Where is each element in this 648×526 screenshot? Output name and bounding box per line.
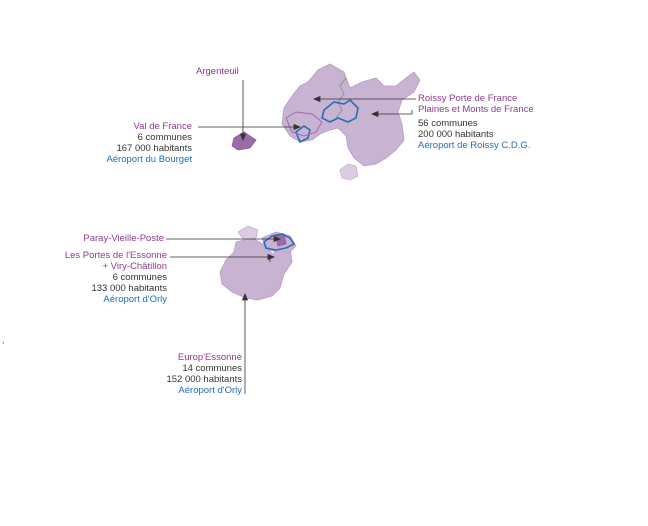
europ-essonne-name: Europ'Essonne	[177, 352, 242, 363]
portes-essonne-airport: Aéroport d'Orly	[103, 294, 167, 305]
plaines-monts-name: Plaines et Monts de France	[418, 104, 534, 115]
roissy-block: Roissy Porte de France Plaines et Monts …	[418, 93, 534, 151]
val-de-france-block: Val de France 6 communes 167 000 habitan…	[106, 121, 192, 165]
portes-essonne-name: Les Portes de l'Essonne	[64, 250, 167, 261]
val-de-france-arrowhead	[293, 123, 302, 131]
stray-mark: ,	[2, 336, 5, 345]
viry-chatillon-name: + Viry-Châtillon	[102, 261, 167, 272]
portes-essonne-communes: 6 communes	[112, 272, 167, 283]
europ-essonne-arrowhead	[241, 292, 249, 301]
paray-arrowhead	[273, 235, 282, 243]
val-de-france-outline	[285, 111, 323, 137]
europ-essonne-communes: 14 communes	[182, 363, 242, 374]
portes-essonne-population: 133 000 habitants	[91, 283, 167, 294]
roissy-population: 200 000 habitants	[418, 129, 494, 140]
argenteuil-commune	[231, 131, 257, 151]
roissy-airport-outline	[321, 98, 359, 123]
europ-essonne-population: 152 000 habitants	[166, 374, 242, 385]
roissy-name: Roissy Porte de France	[418, 93, 518, 104]
europ-essonne-territory	[219, 237, 293, 301]
roissy-airport: Aéroport de Roissy C.D.G.	[418, 140, 531, 151]
portes-essonne-block: Les Portes de l'Essonne + Viry-Châtillon…	[65, 250, 167, 305]
roissy-territory	[281, 63, 421, 167]
portes-essonne-arrowhead	[267, 253, 276, 261]
val-de-france-population: 167 000 habitants	[116, 143, 192, 154]
val-de-france-communes: 6 communes	[137, 132, 192, 143]
territory-boundary-line	[335, 77, 347, 119]
roissy-arrowhead	[312, 95, 321, 103]
val-de-france-airport: Aéroport du Bourget	[106, 154, 192, 165]
plaines-leader	[376, 110, 413, 115]
argenteuil-arrowhead	[239, 133, 247, 142]
south-top-lobe	[237, 225, 259, 241]
orly-airport-outline	[263, 233, 296, 251]
val-de-france-name: Val de France	[133, 121, 192, 132]
paray-label: Paray-Vieille-Poste	[83, 233, 164, 244]
plaines-arrowhead	[370, 110, 379, 118]
argenteuil-label: Argenteuil	[196, 66, 239, 77]
roissy-south-lobe	[339, 163, 359, 181]
roissy-communes: 56 communes	[418, 118, 478, 129]
europ-essonne-airport: Aéroport d'Orly	[178, 385, 242, 396]
europ-essonne-block: Europ'Essonne 14 communes 152 000 habita…	[166, 352, 242, 396]
